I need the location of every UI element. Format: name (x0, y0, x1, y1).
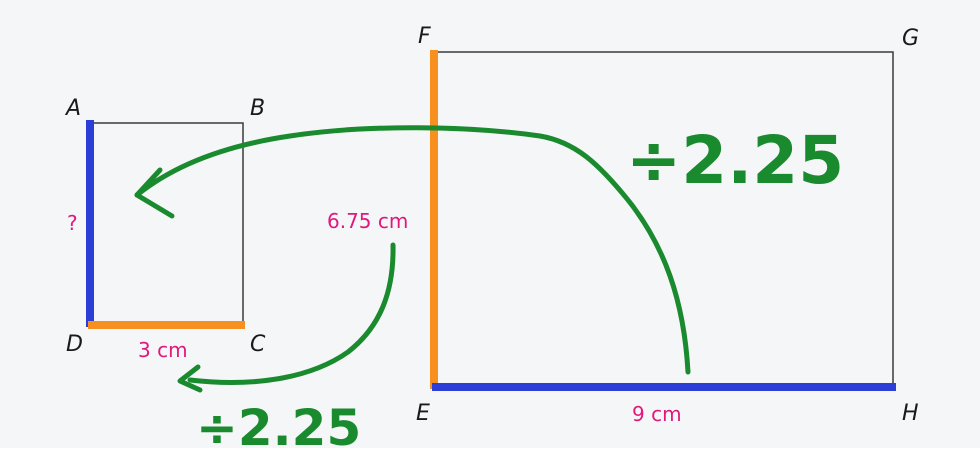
vertex-b-label: B (250, 96, 265, 121)
side-eh-length-label: 9 cm (632, 402, 682, 426)
bottom-scale-arrowhead (177, 364, 203, 393)
vertex-e-label: E (416, 401, 430, 426)
side-ad-unknown-label: ? (67, 211, 78, 235)
vertex-f-label: F (418, 24, 431, 49)
vertex-g-label: G (902, 26, 919, 51)
side-dc-length-label: 3 cm (138, 338, 188, 362)
vertex-d-label: D (66, 332, 83, 357)
vertex-a-label: A (64, 96, 81, 121)
top-scale-arrow-curve (134, 125, 691, 375)
top-divisor-annotation: ÷2.25 (626, 122, 844, 199)
side-fe-length-label: 6.75 cm (327, 209, 408, 233)
top-scale-arrowhead (134, 167, 175, 219)
bottom-divisor-annotation: ÷2.25 (196, 399, 361, 455)
vertex-h-label: H (902, 401, 919, 426)
bottom-scale-arrow-curve (187, 242, 396, 385)
vertex-c-label: C (250, 332, 266, 357)
